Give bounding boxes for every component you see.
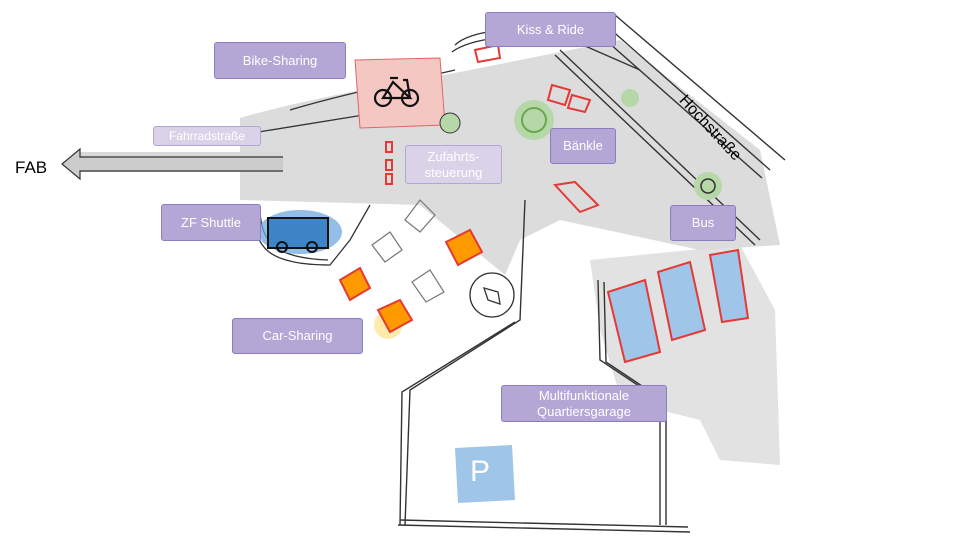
round-sign [469, 272, 515, 318]
label-garage-line2: Quartiersgarage [537, 403, 631, 419]
car-icon [385, 141, 393, 153]
car-icon [552, 180, 600, 214]
label-baenkle: Bänkle [550, 128, 616, 164]
label-zufahrt-line1: Zufahrts- [427, 148, 480, 164]
label-zufahrtssteuerung: Zufahrts- steuerung [405, 145, 502, 184]
bus-icon [606, 278, 662, 364]
parking-letter: P [470, 455, 491, 488]
car-icon [473, 43, 502, 64]
tree-icon [621, 89, 639, 107]
label-zf-shuttle: ZF Shuttle [161, 204, 261, 241]
empty-stalls [371, 199, 445, 303]
tree-icon [439, 112, 461, 134]
bus-icon [656, 260, 707, 342]
label-car-sharing: Car-Sharing [232, 318, 363, 354]
label-fahrradstrasse: Fahrradstraße [153, 126, 261, 146]
bicycle-icon [373, 76, 420, 108]
tree-icon [514, 100, 554, 140]
shuttle-icon [258, 210, 342, 254]
car-sharing-cars [338, 228, 484, 339]
bike-sharing-station [354, 57, 446, 129]
bus-stalls [606, 248, 750, 364]
label-bike-sharing: Bike-Sharing [214, 42, 346, 79]
car-icon [385, 159, 393, 171]
label-garage-line1: Multifunktionale [538, 387, 630, 403]
tree-icon [694, 172, 722, 200]
car-icon [376, 298, 414, 334]
car-icon [566, 93, 592, 114]
car-icon [385, 173, 393, 185]
car-icon [444, 228, 484, 267]
garage-building [397, 199, 691, 533]
label-zufahrt-line2: steuerung [424, 164, 483, 180]
bus-icon [708, 248, 750, 324]
label-kiss-ride: Kiss & Ride [485, 12, 616, 47]
parking-icon [455, 445, 515, 503]
label-bus: Bus [670, 205, 736, 241]
car-icon [546, 83, 572, 107]
car-icon [338, 266, 372, 302]
label-quartiersgarage: Multifunktionale Quartiersgarage [501, 385, 667, 422]
arrow-left-icon [61, 147, 283, 181]
fab-label: FAB [15, 158, 48, 177]
